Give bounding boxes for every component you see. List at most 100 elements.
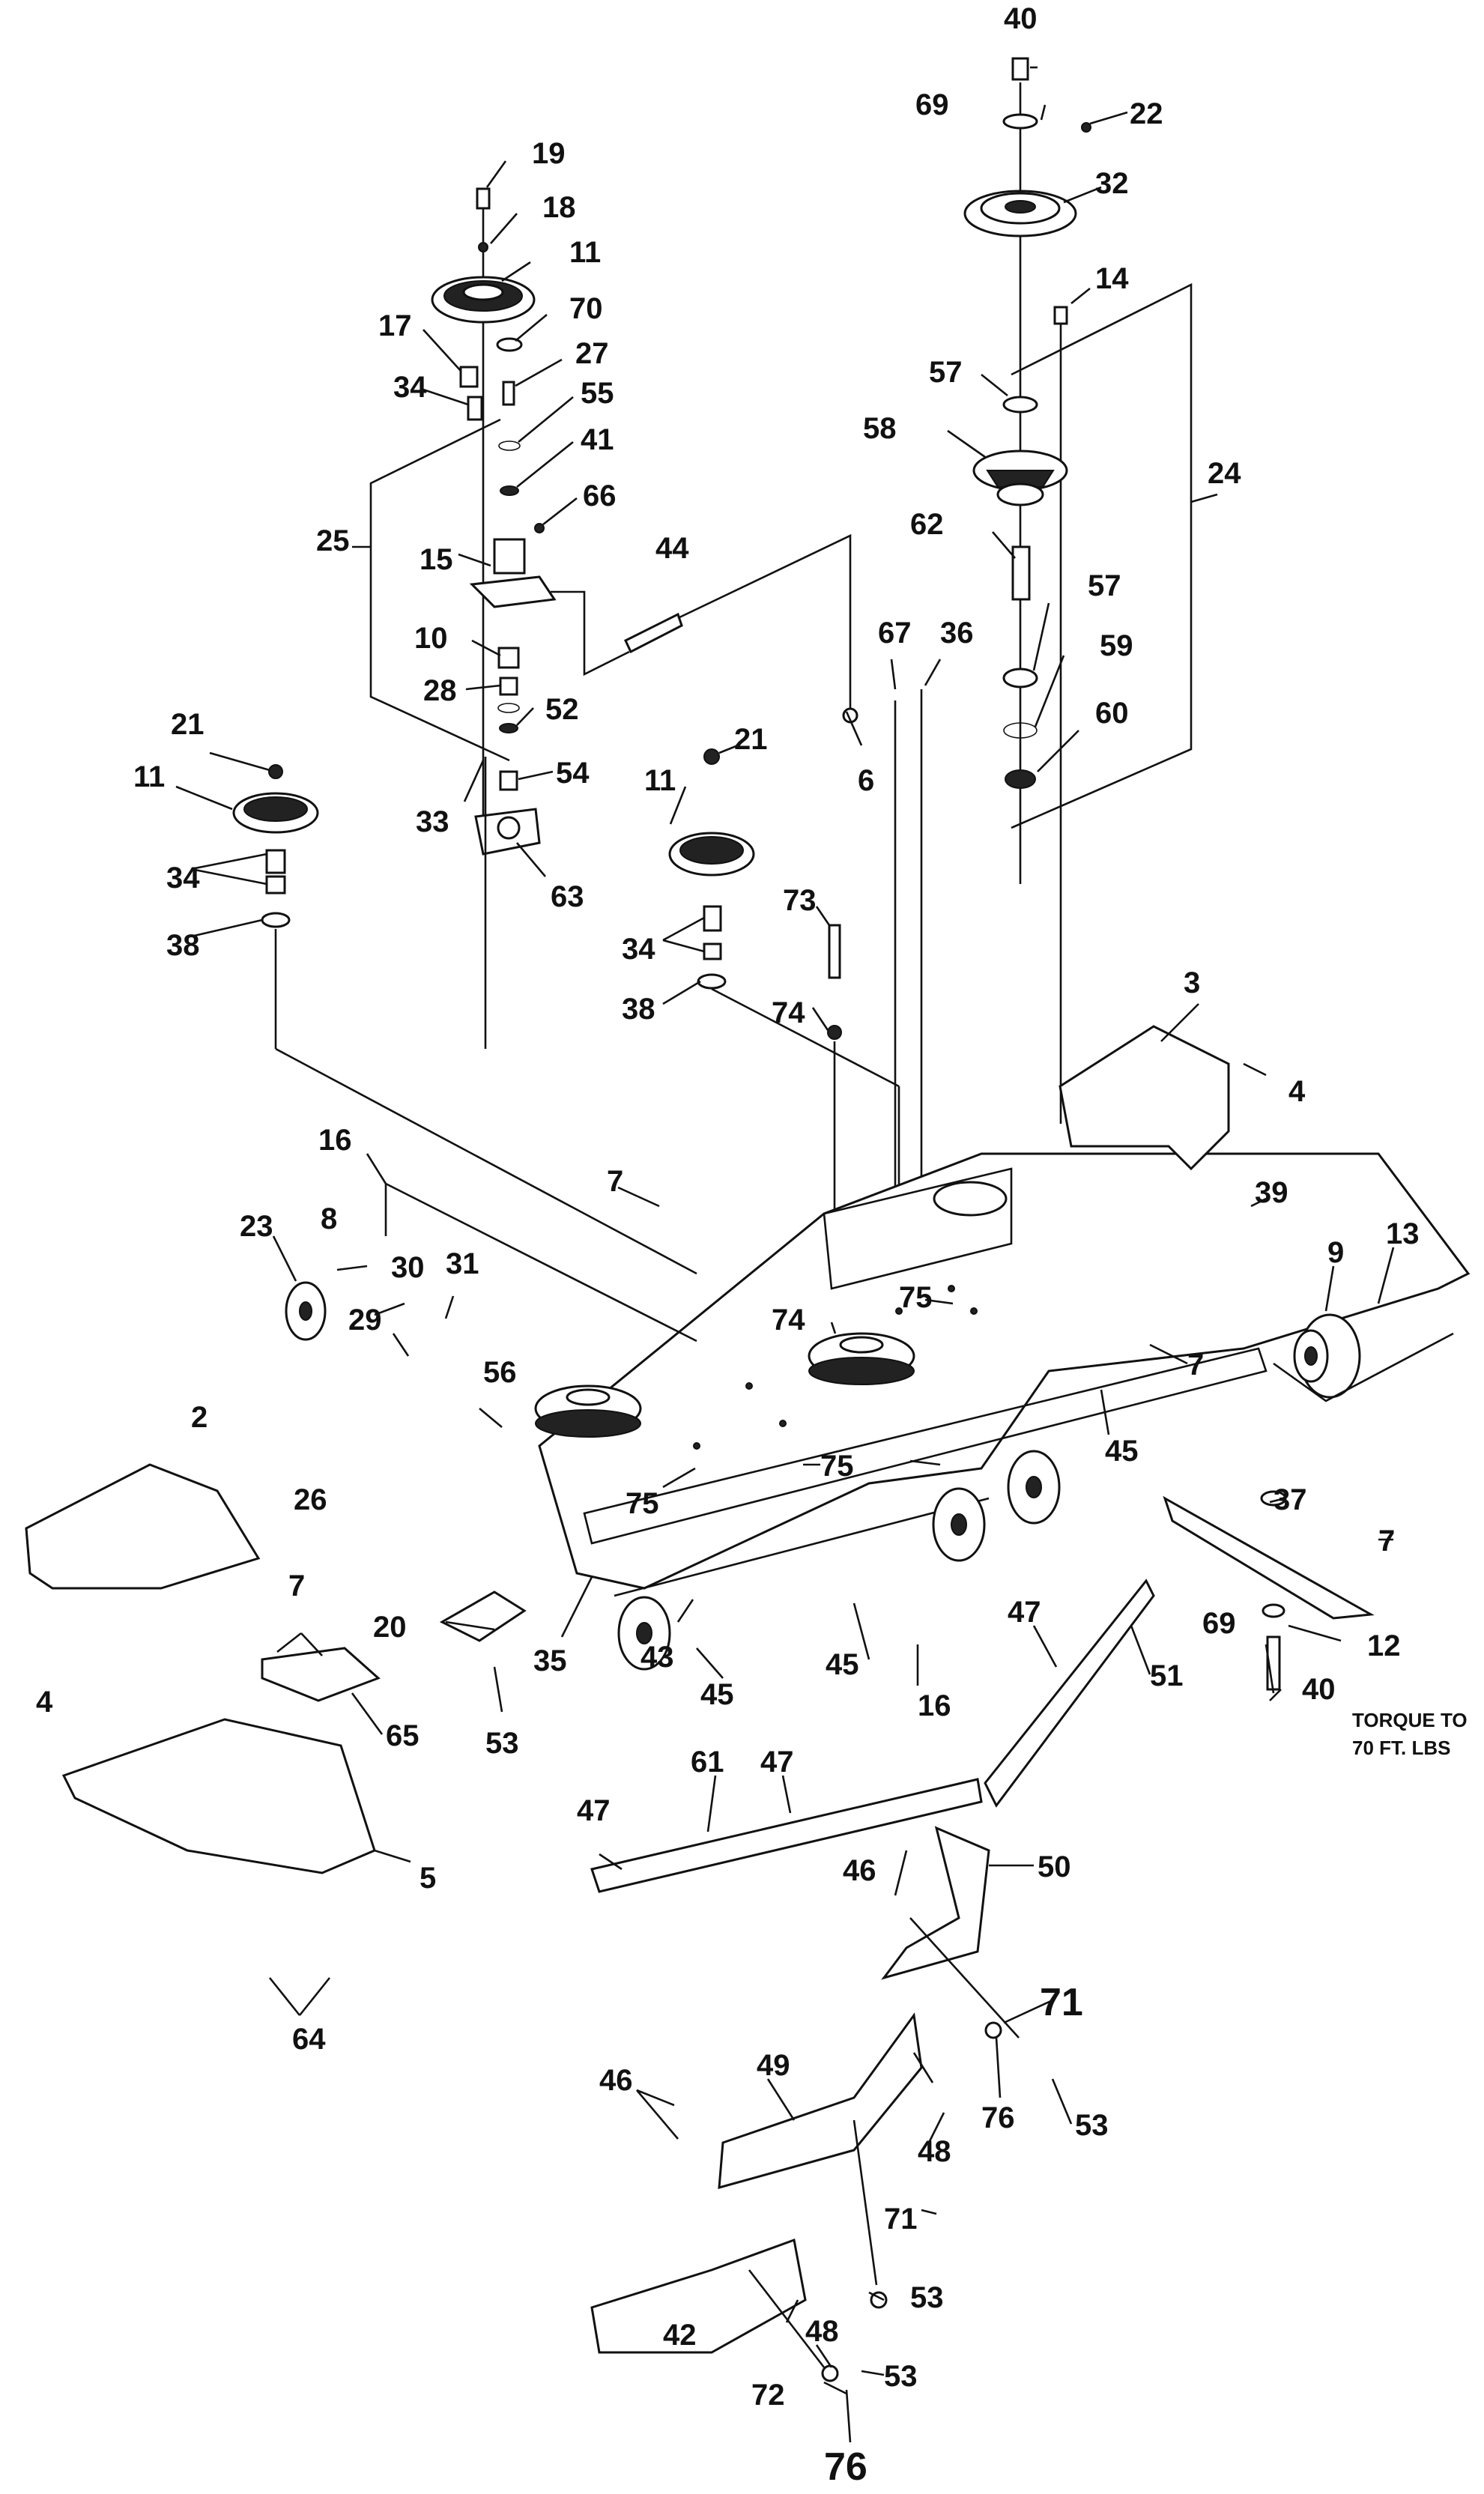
callout-25: 25 (316, 524, 350, 557)
callout-76b: 76 (824, 2445, 867, 2489)
callout-23: 23 (240, 1210, 273, 1243)
callout-7b: 7 (1187, 1349, 1204, 1381)
callout-45c: 45 (826, 1648, 859, 1681)
callout-72: 72 (751, 2379, 785, 2412)
callout-73: 73 (783, 884, 817, 917)
blade-assembly (1163, 1490, 1375, 1691)
callout-70: 70 (569, 292, 603, 325)
callout-40b: 40 (1302, 1673, 1336, 1706)
callout-75b: 75 (820, 1450, 854, 1483)
callout-8: 8 (321, 1202, 337, 1235)
callout-69: 69 (915, 88, 949, 121)
callout-54: 54 (556, 757, 590, 790)
callout-4: 4 (1288, 1075, 1306, 1108)
callout-17: 17 (378, 309, 412, 342)
callout-53d: 53 (884, 2360, 918, 2393)
mower-deck-housing (534, 1152, 1471, 1597)
callout-42: 42 (663, 2319, 697, 2352)
callout-74b: 74 (772, 1304, 805, 1337)
callout-46: 46 (843, 1854, 876, 1887)
deck-wheels (285, 1281, 1454, 1671)
callout-7: 7 (607, 1165, 623, 1198)
callout-44: 44 (655, 532, 689, 565)
callout-10: 10 (414, 622, 448, 655)
callout-48b: 48 (805, 2315, 839, 2348)
left-spindle-assembly (352, 187, 858, 1049)
mulch-plates (590, 1826, 1020, 2382)
callout-49: 49 (757, 2049, 790, 2082)
callout-18: 18 (542, 191, 576, 224)
callout-26: 26 (294, 1483, 327, 1516)
callout-33: 33 (416, 805, 449, 838)
callout-11c: 11 (644, 764, 676, 797)
callout-53b: 53 (1075, 2109, 1109, 2142)
callout-5: 5 (420, 1862, 436, 1895)
torque-note-line2: 70 FT. LBS (1352, 1737, 1450, 1759)
callout-41: 41 (581, 423, 614, 456)
torque-note-line1: TORQUE TO (1352, 1709, 1468, 1731)
callout-14: 14 (1095, 262, 1129, 295)
callout-71b: 71 (884, 2203, 918, 2236)
callout-75: 75 (899, 1281, 933, 1314)
callout-47b: 47 (760, 1746, 794, 1779)
callout-74: 74 (772, 996, 805, 1029)
callout-45: 45 (1105, 1435, 1139, 1468)
callout-61: 61 (691, 1746, 724, 1779)
belt-covers (25, 1025, 1230, 1893)
callout-65: 65 (386, 1719, 420, 1752)
callout-31: 31 (446, 1247, 479, 1280)
part-callouts: 40 69 22 32 14 57 58 24 62 57 59 60 19 1… (36, 2, 1420, 2489)
callout-47c: 47 (577, 1794, 611, 1827)
callout-53: 53 (485, 1727, 519, 1760)
callout-7c: 7 (1378, 1525, 1395, 1558)
callout-16b: 16 (918, 1689, 951, 1722)
torque-note: TORQUE TO 70 FT. LBS (1352, 1709, 1468, 1759)
callout-51: 51 (1150, 1659, 1184, 1692)
callout-64: 64 (292, 2023, 326, 2056)
callout-62: 62 (910, 508, 944, 541)
callout-37: 37 (1273, 1483, 1307, 1516)
callout-2: 2 (191, 1401, 208, 1434)
callout-7d: 7 (288, 1570, 305, 1602)
callout-38b: 38 (622, 993, 655, 1026)
callout-22: 22 (1130, 97, 1163, 130)
callout-46b: 46 (599, 2064, 633, 2097)
callout-45b: 45 (700, 1678, 734, 1711)
callout-36: 36 (940, 617, 974, 650)
callout-66: 66 (583, 479, 617, 512)
callout-38: 38 (166, 929, 200, 962)
callout-28: 28 (423, 674, 457, 707)
callout-6: 6 (858, 764, 874, 797)
callout-3: 3 (1184, 966, 1200, 999)
callout-32: 32 (1095, 167, 1129, 200)
callout-63: 63 (551, 880, 584, 913)
callout-55: 55 (581, 377, 614, 410)
callout-21b: 21 (734, 723, 768, 756)
callout-71: 71 (1040, 1981, 1083, 2024)
callout-40: 40 (1004, 2, 1038, 35)
callout-57: 57 (929, 356, 963, 389)
callout-35: 35 (533, 1644, 567, 1677)
callout-11: 11 (569, 236, 601, 269)
callout-67: 67 (878, 617, 912, 650)
callout-21: 21 (171, 708, 205, 741)
callout-27: 27 (575, 337, 609, 370)
callout-9: 9 (1327, 1236, 1344, 1269)
callout-43: 43 (640, 1641, 674, 1674)
callout-58: 58 (863, 412, 897, 445)
callout-59: 59 (1100, 629, 1133, 662)
callout-16: 16 (318, 1124, 352, 1157)
callout-34: 34 (393, 371, 427, 404)
callout-20: 20 (373, 1611, 407, 1644)
callout-19: 19 (532, 137, 566, 170)
callout-50: 50 (1038, 1850, 1071, 1883)
callout-34c: 34 (622, 933, 655, 966)
callout-11b: 11 (133, 760, 165, 793)
left-idler-assembly (232, 764, 697, 1275)
right-spindle-assembly (963, 57, 1218, 1124)
callout-48: 48 (918, 2135, 951, 2168)
callout-39: 39 (1255, 1176, 1288, 1209)
callout-34b: 34 (166, 862, 200, 895)
callout-56: 56 (483, 1356, 517, 1389)
